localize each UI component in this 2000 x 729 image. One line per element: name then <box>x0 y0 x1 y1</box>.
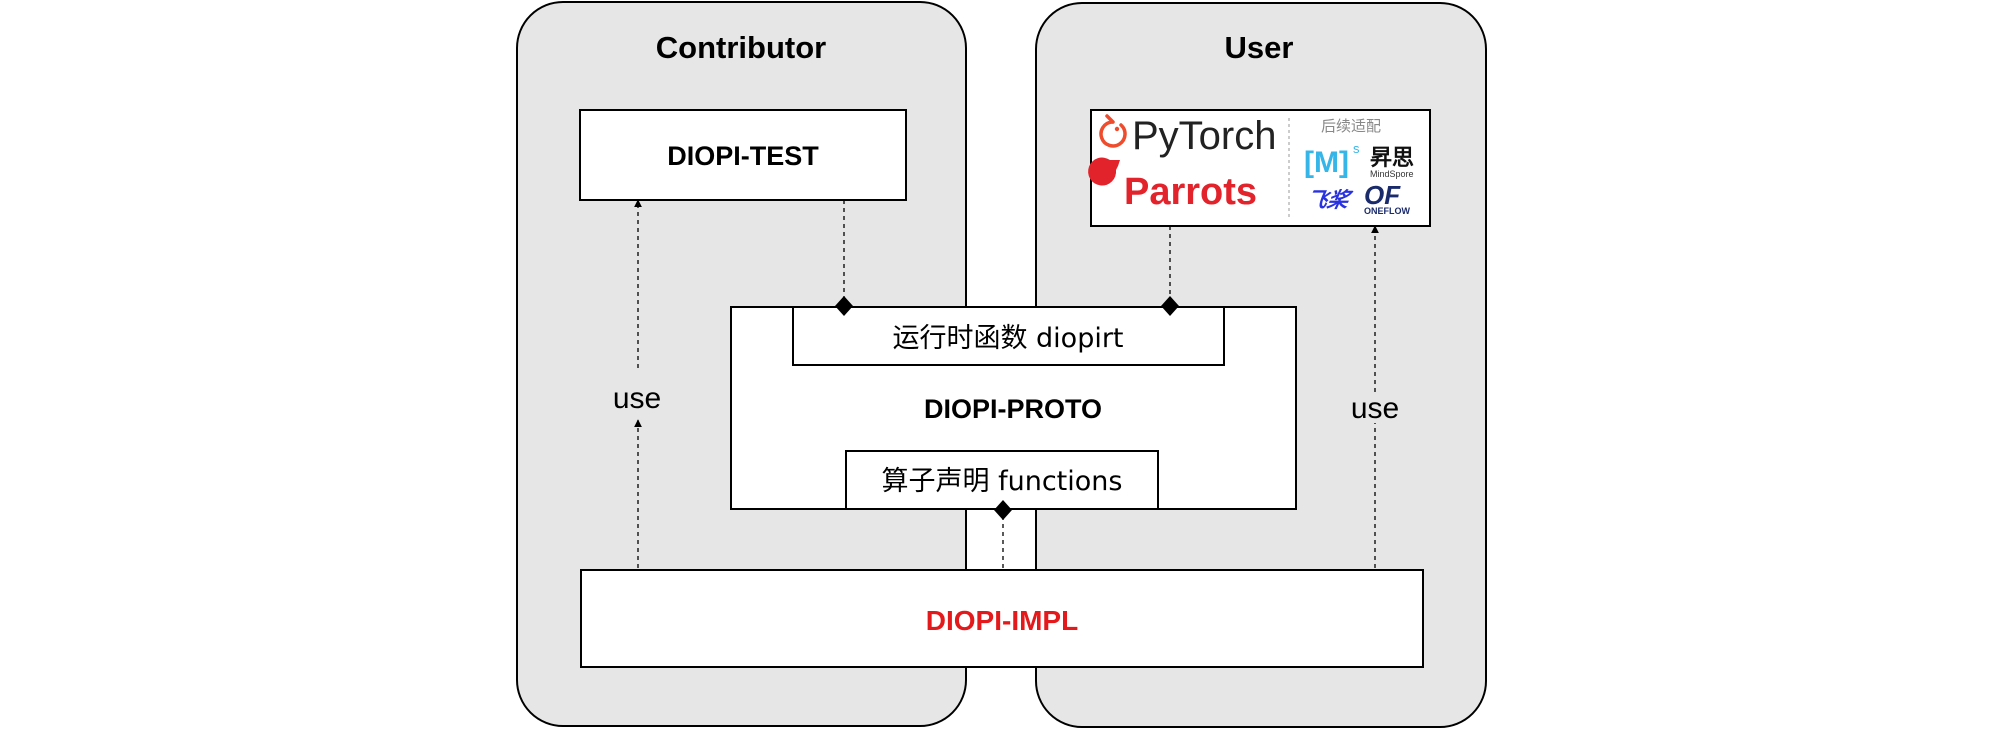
right-use-label: use <box>1351 392 1399 425</box>
contributor-title: Contributor <box>656 30 826 65</box>
paddle-logo: 飞桨 <box>1304 188 1355 213</box>
paddle-mark: 飞桨 <box>1304 188 1355 213</box>
pytorch-logo: PyTorch <box>1099 114 1277 158</box>
functions-label: 算子声明 functions <box>882 466 1123 497</box>
parrots-label: Parrots <box>1124 171 1257 213</box>
oneflow-mark: OF <box>1364 180 1401 210</box>
parrots-logo: Parrots <box>1088 157 1257 213</box>
functions-box <box>845 450 1159 510</box>
oneflow-logo: OF ONEFLOW <box>1364 180 1410 216</box>
functions-diamond <box>994 500 1012 520</box>
mindspore-caption: MindSpore <box>1370 169 1414 179</box>
left-use-label: use <box>613 382 661 415</box>
future-adaptation-note: 后续适配 <box>1321 117 1381 135</box>
diopi-test-label: DIOPI-TEST <box>667 141 819 171</box>
mindspore-superscript: s <box>1353 141 1360 156</box>
diopi-impl-box <box>580 569 1424 668</box>
test-diamond <box>835 296 853 316</box>
oneflow-caption: ONEFLOW <box>1364 206 1410 216</box>
runtime-box <box>792 306 1225 366</box>
diopi-impl-label: DIOPI-IMPL <box>926 605 1078 636</box>
user-title: User <box>1225 30 1294 65</box>
shengsi-label: 昇思 <box>1370 146 1414 171</box>
runtime-label: 运行时函数 diopirt <box>892 323 1123 354</box>
diopi-proto-label: DIOPI-PROTO <box>924 394 1102 424</box>
mindspore-logo: [M] s 昇思 MindSpore <box>1304 141 1414 179</box>
pytorch-label: PyTorch <box>1132 114 1277 158</box>
pytorch-icon <box>1099 114 1127 148</box>
parrots-icon <box>1088 157 1120 186</box>
frameworks-box <box>1090 109 1431 227</box>
mindspore-mark: [M] <box>1304 146 1349 179</box>
framework-diamond <box>1161 296 1179 316</box>
diopi-test-box <box>579 109 907 201</box>
right-use-backing <box>1352 393 1400 423</box>
